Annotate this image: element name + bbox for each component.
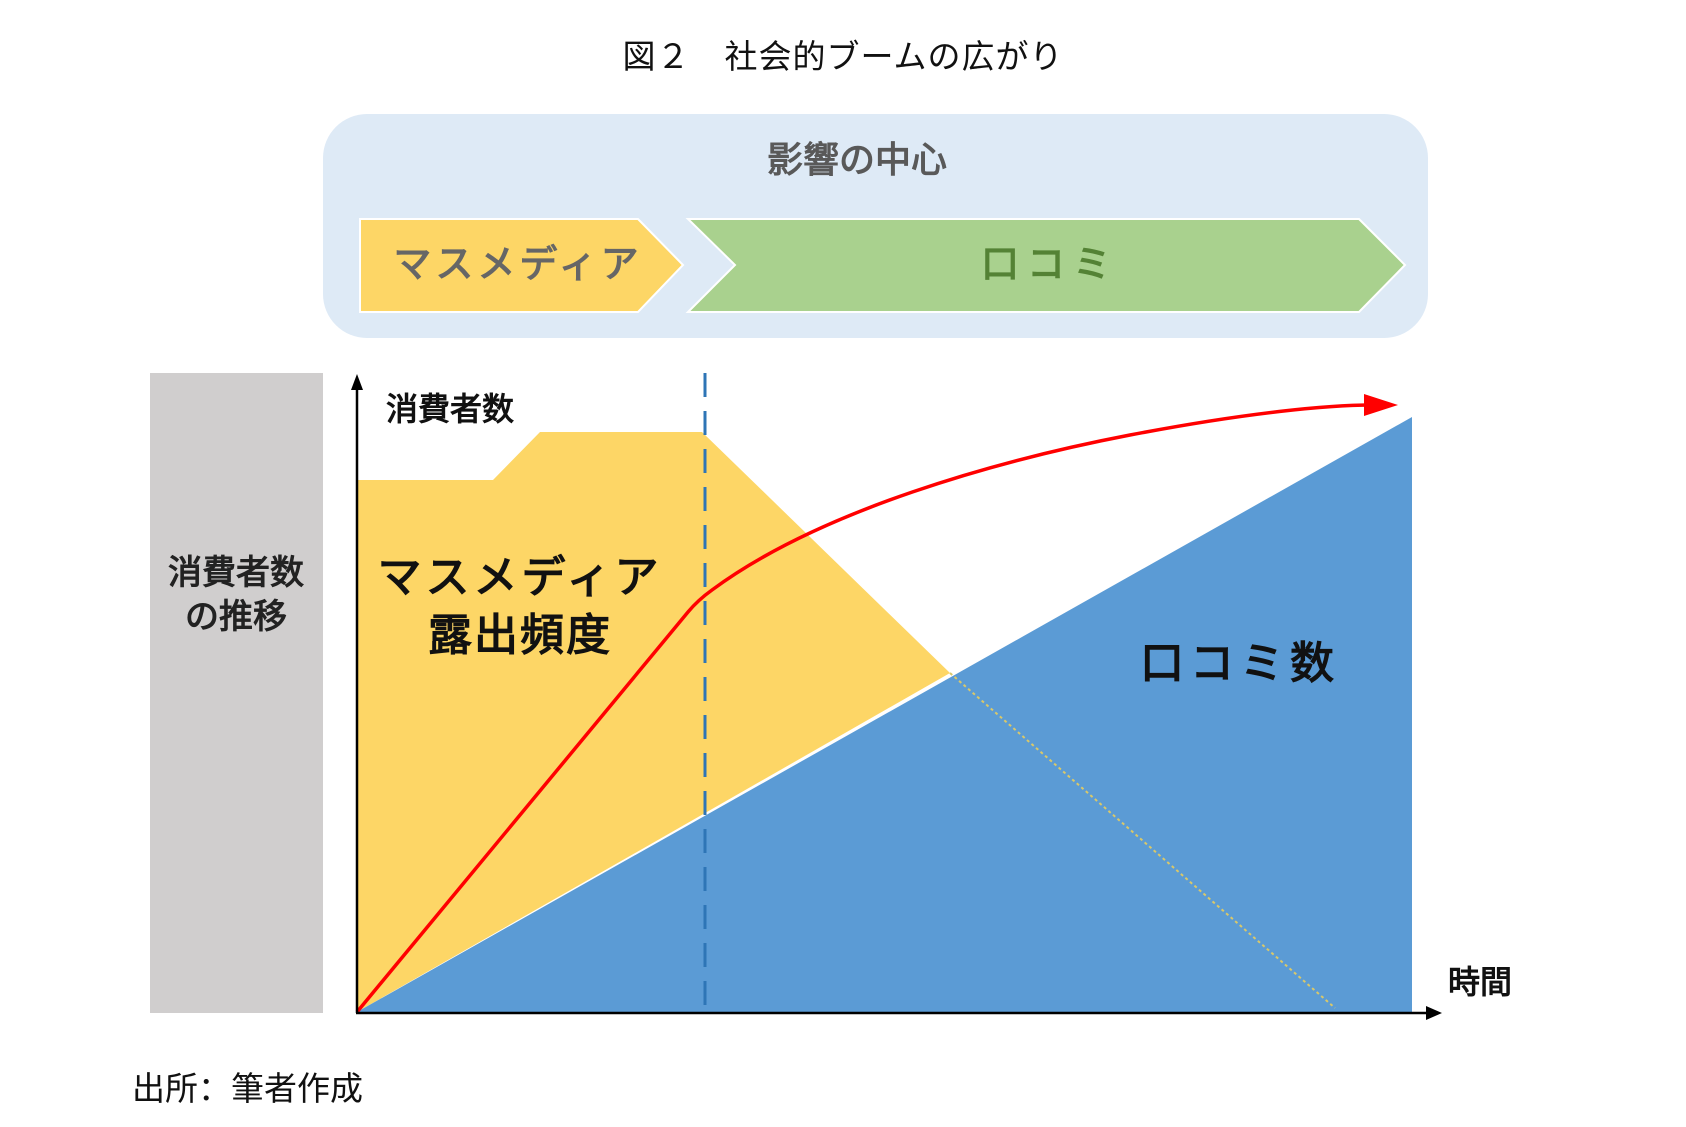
mass-media-area-label-line1: マスメディア [378,552,663,603]
stage-mass-media-label: マスメディア [393,242,642,286]
y-axis-arrow-icon [351,374,363,390]
figure-source: 出所：筆者作成 [132,1069,363,1108]
mass-media-area-label-line2: 露出頻度 [428,610,612,661]
influence-heading: 影響の中心 [767,139,947,181]
influence-panel: 影響の中心 マスメディア 口コミ [323,114,1428,338]
mass-media-exposure-area [357,432,950,1012]
stage-word-of-mouth-arrow [685,218,1407,313]
y-axis-label: 消費者数 [386,390,515,428]
consumer-count-curve [355,403,1373,1014]
chart-area [355,373,1412,1014]
word-of-mouth-area [357,417,1412,1012]
side-label-line1: 消費者数 [168,553,304,593]
mass-media-decline-dotted-line [949,672,1336,1009]
stage-word-of-mouth-label: 口コミ [981,242,1119,286]
x-axis-label: 時間 [1448,963,1512,1001]
side-label-background [150,373,323,1013]
side-label-line2: の推移 [185,597,287,637]
side-label-box: 消費者数 の推移 [150,373,323,1013]
axes: 消費者数 時間 [351,374,1512,1020]
x-axis-arrow-icon [1426,1006,1442,1020]
word-of-mouth-area-label: 口コミ数 [1140,638,1340,689]
stage-mass-media-arrow [359,218,685,313]
consumer-curve-arrowhead-icon [1364,394,1398,416]
figure-title: 図２ 社会的ブームの広がり [622,37,1064,76]
